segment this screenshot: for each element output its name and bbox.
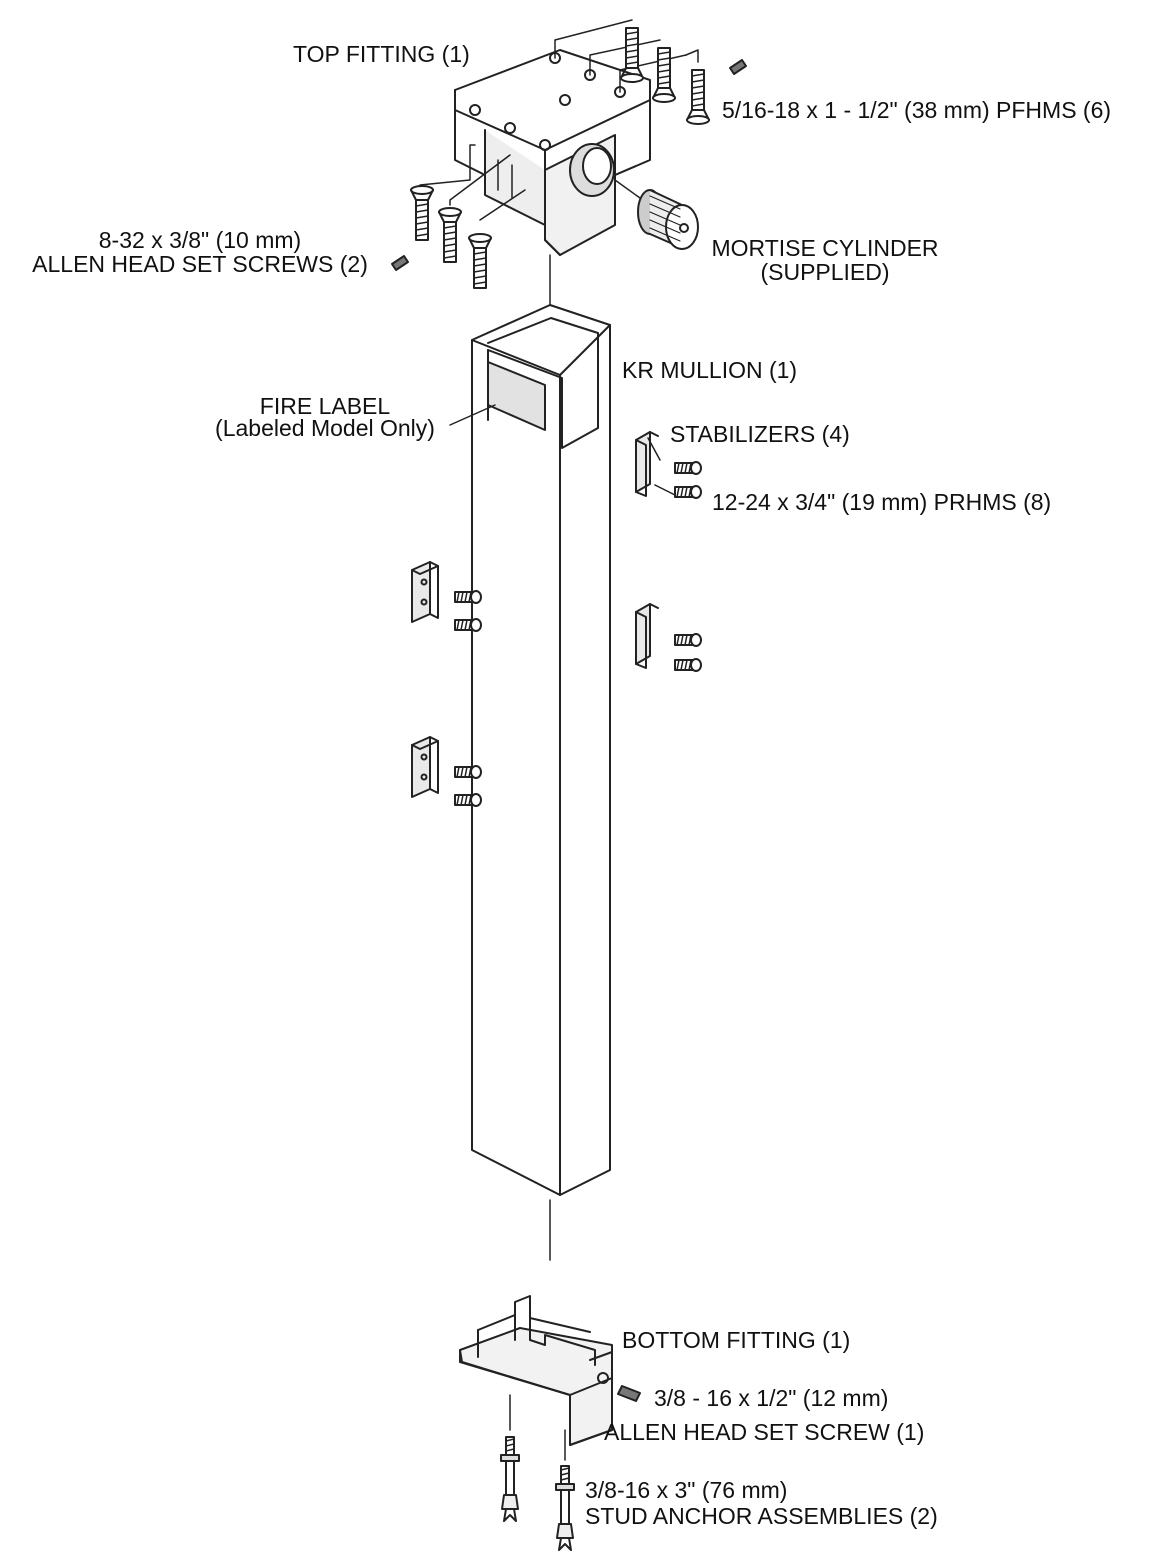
label-fire-label-name: FIRE LABEL [259,393,391,419]
label-stud-anchors-size: 3/8-16 x 3" (76 mm) [585,1477,788,1503]
label-stud-anchors-name: STUD ANCHOR ASSEMBLIES (2) [585,1503,938,1529]
label-bottom-set-screw: 3/8 - 16 x 1/2" (12 mm) ALLEN HEAD SET S… [604,1386,924,1444]
bottom-fitting [459,1295,613,1446]
label-bottom-fitting: BOTTOM FITTING (1) [622,1327,851,1353]
top-fitting [454,49,651,256]
label-kr-mullion: KR MULLION (1) [622,357,798,383]
fire-label [449,361,546,431]
kr-mullion [471,304,611,1196]
label-prhms-screws: 12-24 x 3/4" (19 mm) PRHMS (8) [712,489,1052,515]
label-fire-label: FIRE LABEL (Labeled Model Only) [200,393,450,441]
allen-set-screws-top [391,59,747,271]
label-bottom-set-screw-size: 3/8 - 16 x 1/2" (12 mm) [654,1385,889,1411]
label-mortise-cylinder-note: (SUPPLIED) [760,259,890,285]
label-allen-set-screws: 8-32 x 3/8" (10 mm) ALLEN HEAD SET SCREW… [10,228,390,276]
label-stabilizers: STABILIZERS (4) [670,421,850,447]
label-stud-anchors: 3/8-16 x 3" (76 mm) STUD ANCHOR ASSEMBLI… [585,1478,938,1528]
label-pfhms-screws: 5/16-18 x 1 - 1/2" (38 mm) PFHMS (6) [722,97,1112,123]
label-bottom-set-screw-name: ALLEN HEAD SET SCREW (1) [604,1419,925,1445]
mortise-cylinder [614,179,699,250]
label-allen-set-screws-size: 8-32 x 3/8" (10 mm) [98,227,302,253]
label-mortise-cylinder-name: MORTISE CYLINDER [711,235,939,261]
bottom-set-screw [617,1385,641,1402]
label-allen-set-screws-name: ALLEN HEAD SET SCREWS (2) [32,251,368,277]
stud-anchors [500,1394,575,1551]
label-fire-label-note: (Labeled Model Only) [215,415,435,441]
stabilizer-brackets-left [411,561,482,807]
label-mortise-cylinder: MORTISE CYLINDER (SUPPLIED) [690,236,960,284]
label-top-fitting: TOP FITTING (1) [293,41,470,67]
stabilizer-brackets-right [635,431,702,672]
